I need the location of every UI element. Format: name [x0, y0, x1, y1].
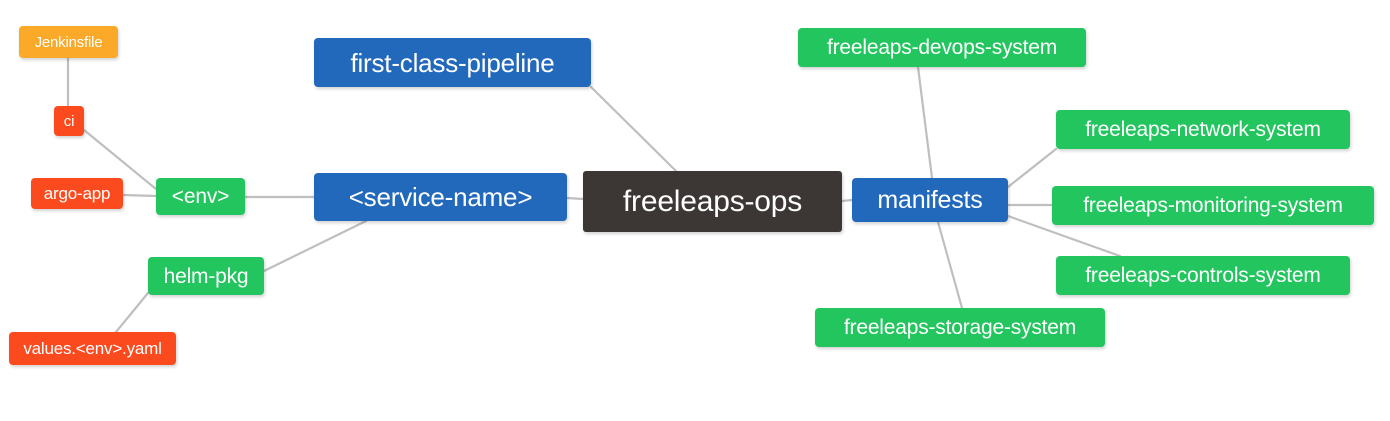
node-freeleaps-network-system[interactable]: freeleaps-network-system [1056, 110, 1350, 149]
node-jenkinsfile[interactable]: Jenkinsfile [19, 26, 118, 58]
node-first-class-pipeline[interactable]: first-class-pipeline [314, 38, 591, 87]
node-manifests[interactable]: manifests [852, 178, 1008, 222]
node-env[interactable]: <env> [156, 178, 245, 215]
node-freeleaps-monitoring-system[interactable]: freeleaps-monitoring-system [1052, 186, 1374, 225]
node-freeleaps-storage-system[interactable]: freeleaps-storage-system [815, 308, 1105, 347]
edge-env-to-argo-app [121, 193, 158, 198]
node-ci[interactable]: ci [54, 106, 84, 136]
edge-root-to-first-class-pipeline [589, 85, 678, 173]
node-freeleaps-controls-system[interactable]: freeleaps-controls-system [1056, 256, 1350, 295]
edge-helm-pkg-to-values-yaml [114, 291, 150, 334]
node-argo-app[interactable]: argo-app [31, 178, 123, 209]
edge-service-name-to-helm-pkg [262, 219, 368, 273]
edge-root-to-manifests [840, 198, 854, 203]
node-freeleaps-ops-root[interactable]: freeleaps-ops [583, 171, 842, 232]
edge-manifests-to-devops-system [916, 65, 934, 180]
edge-manifests-to-network-system [1006, 147, 1058, 189]
edge-manifests-to-storage-system [936, 220, 964, 310]
node-freeleaps-devops-system[interactable]: freeleaps-devops-system [798, 28, 1086, 67]
node-values-env-yaml[interactable]: values.<env>.yaml [9, 332, 176, 365]
node-service-name[interactable]: <service-name> [314, 173, 567, 221]
edge-root-to-service-name [565, 196, 585, 201]
node-helm-pkg[interactable]: helm-pkg [148, 257, 264, 295]
